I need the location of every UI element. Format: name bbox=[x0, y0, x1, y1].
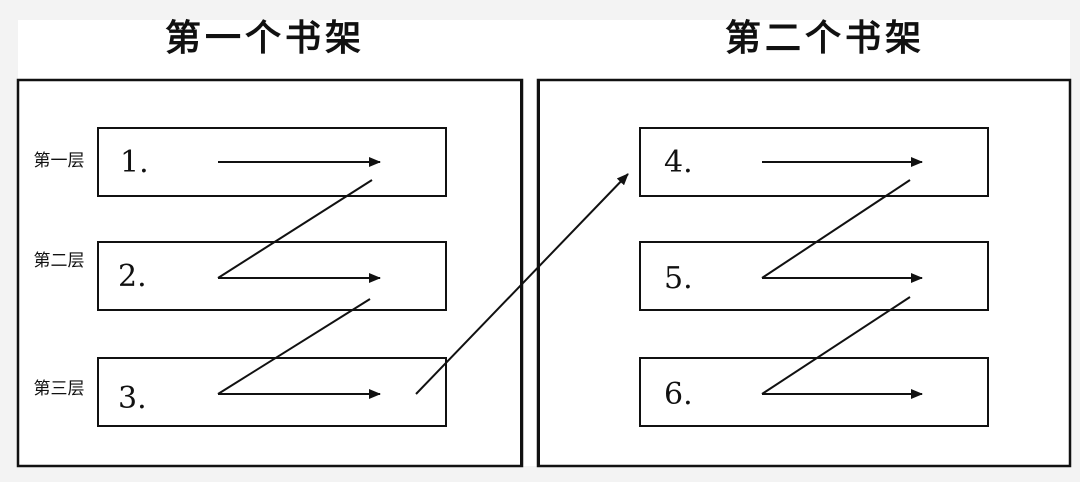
shelf-divider bbox=[520, 80, 540, 466]
shelf-2-title: 第二个书架 bbox=[724, 18, 925, 59]
slot-number-5: 5. bbox=[664, 261, 693, 296]
slot-number-6: 6. bbox=[664, 377, 693, 412]
shelf-1-layer-2-box bbox=[97, 241, 447, 311]
shelf-divider-line-left bbox=[520, 80, 523, 466]
layer-label-1: 第一层 bbox=[33, 151, 85, 171]
return-line-2-to-3 bbox=[217, 298, 371, 395]
shelf-divider-line-right bbox=[537, 80, 540, 466]
shelf-1-layer-3-box bbox=[97, 357, 447, 427]
layer-label-3: 第三层 bbox=[33, 379, 85, 399]
return-line-1-to-2 bbox=[217, 179, 373, 279]
shelf-2-layer-3-box bbox=[639, 357, 989, 427]
slot-number-2: 2. bbox=[118, 259, 147, 294]
shelf-2-layer-1-box bbox=[639, 127, 989, 197]
slot-number-3: 3. bbox=[118, 381, 147, 416]
return-line-5-to-6 bbox=[761, 296, 911, 395]
slot-number-4: 4. bbox=[664, 145, 693, 180]
slot-number-1: 1. bbox=[120, 145, 149, 180]
shelf-1-layer-1-box bbox=[97, 127, 447, 197]
shelf-2-layer-2-box bbox=[639, 241, 989, 311]
layer-label-2: 第二层 bbox=[33, 251, 85, 271]
shelf-1-title: 第一个书架 bbox=[164, 18, 365, 59]
return-line-4-to-5 bbox=[761, 179, 911, 279]
